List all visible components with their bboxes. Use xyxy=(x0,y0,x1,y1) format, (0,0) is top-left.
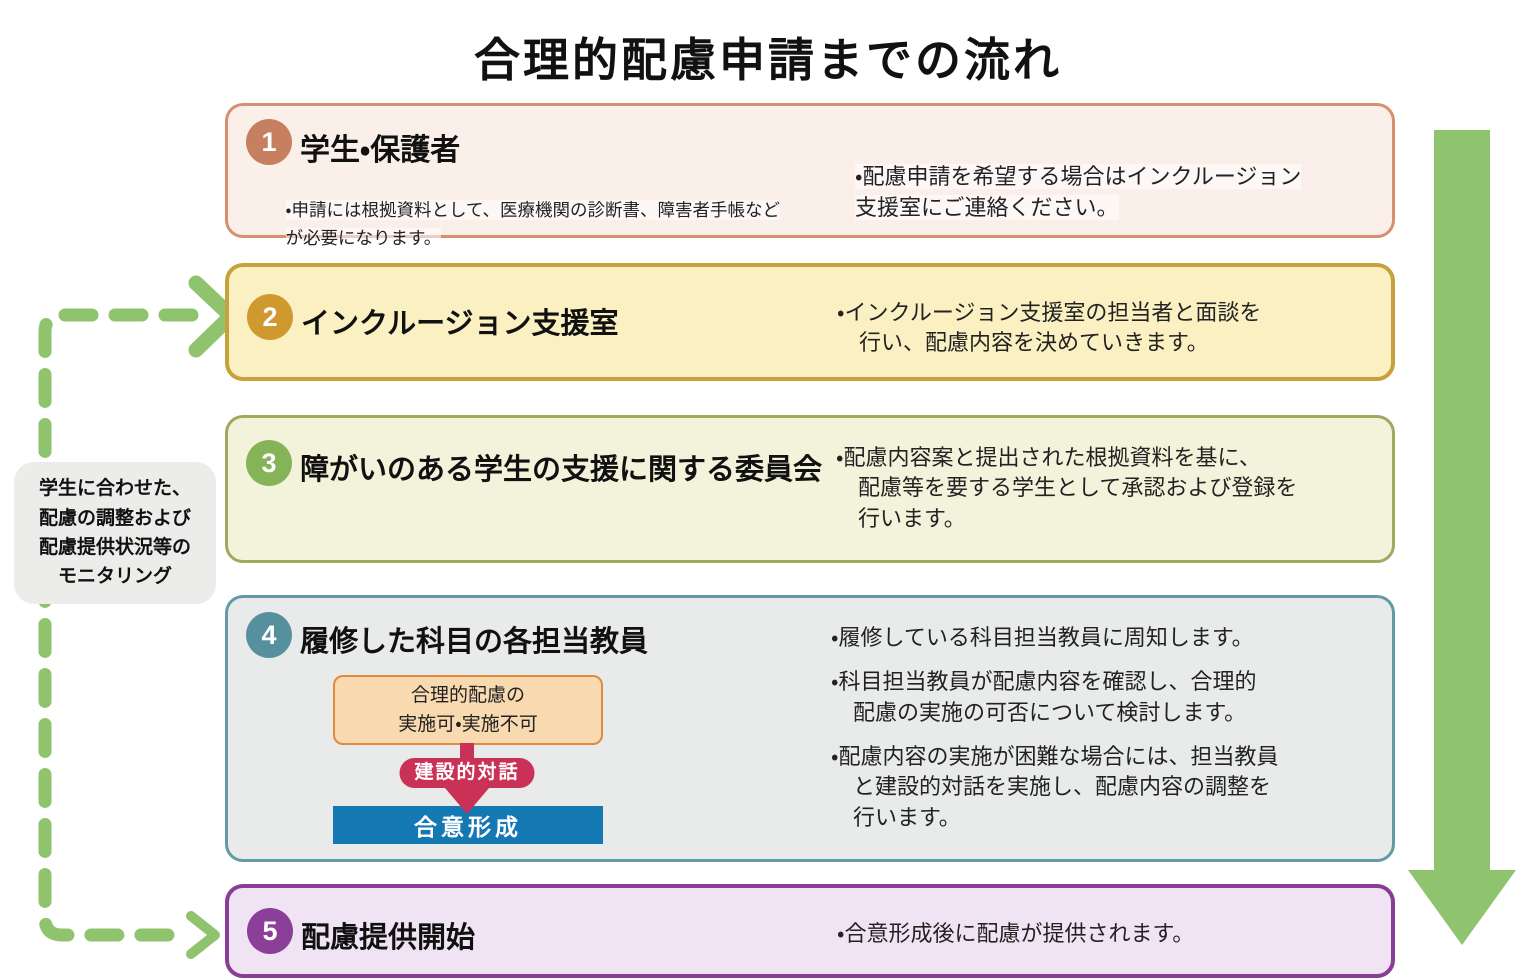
step4-bullet-3: ・配慮内容の実施が困難な場合には、担当教員 と建設的対話を実施し、配慮内容の調整… xyxy=(831,744,1279,830)
large-down-arrow-icon xyxy=(1408,130,1516,945)
step1-note: ・申請には根拠資料として、医療機関の診断書、障害者手帳など が必要になります。 xyxy=(285,200,781,248)
monitoring-note: 学生に合わせた、 配慮の調整および 配慮提供状況等の モニタリング xyxy=(14,462,216,604)
step2-bullet: ・インクルージョン支援室の担当者と面談を 行い、配慮内容を決めていきます。 xyxy=(837,300,1262,356)
step3-bullet: ・配慮内容案と提出された根拠資料を基に、 配慮等を要する学生として承認および登録… xyxy=(836,445,1298,531)
feedback-arrowhead-bottom-icon xyxy=(186,911,220,959)
consensus-box: 合意形成 xyxy=(333,806,603,844)
step3-box: 3 障がいのある学生の支援に関する委員会 ・配慮内容案と提出された根拠資料を基に… xyxy=(225,415,1395,563)
step2-box: 2 インクルージョン支援室 ・インクルージョン支援室の担当者と面談を 行い、配慮… xyxy=(225,263,1395,381)
constructive-dialog-label: 建設的対話 xyxy=(399,758,535,788)
step4-bullet-2: ・科目担当教員が配慮内容を確認し、合理的 配慮の実施の可否について検討します。 xyxy=(831,669,1257,725)
step5-number-badge: 5 xyxy=(247,908,293,954)
step4-box: 4 履修した科目の各担当教員 合理的配慮の 実施可・実施不可 合意形成 建設的対… xyxy=(225,595,1395,862)
step3-number-badge: 3 xyxy=(246,440,292,486)
step4-bullet-1: ・履修している科目担当教員に周知します。 xyxy=(831,625,1254,650)
page-title: 合理的配慮申請までの流れ xyxy=(474,34,1062,86)
step1-number: 1 xyxy=(261,126,277,157)
step4-number: 4 xyxy=(261,619,277,650)
constructive-dialog-down-arrow-icon xyxy=(445,743,489,814)
step5-bullet: ・合意形成後に配慮が提供されます。 xyxy=(837,921,1195,946)
step2-heading: インクルージョン支援室 xyxy=(301,308,619,340)
step2-number-badge: 2 xyxy=(247,294,293,340)
step5-number: 5 xyxy=(262,915,278,946)
step3-heading: 障がいのある学生の支援に関する委員会 xyxy=(300,454,823,486)
step4-bullets: ・履修している科目担当教員に周知します。 ・科目担当教員が配慮内容を確認し、合理… xyxy=(831,623,1393,833)
step1-heading: 学生・保護者 xyxy=(300,134,461,167)
step1-number-badge: 1 xyxy=(246,119,292,165)
step1-box: 1 学生・保護者 ・申請には根拠資料として、医療機関の診断書、障害者手帳など が… xyxy=(225,103,1395,248)
step2-number: 2 xyxy=(262,301,278,332)
step5-heading: 配慮提供開始 xyxy=(301,922,476,954)
step3-number: 3 xyxy=(261,447,277,478)
step5-box: 5 配慮提供開始 ・合意形成後に配慮が提供されます。 xyxy=(225,884,1395,978)
step4-number-badge: 4 xyxy=(246,612,292,658)
decision-box: 合理的配慮の 実施可・実施不可 xyxy=(333,675,603,745)
dashed-feedback-loop-arrow xyxy=(38,275,239,959)
step4-heading: 履修した科目の各担当教員 xyxy=(300,626,649,658)
step1-bullet: ・配慮申請を希望する場合はインクルージョン 支援室にご連絡ください。 xyxy=(855,164,1302,220)
